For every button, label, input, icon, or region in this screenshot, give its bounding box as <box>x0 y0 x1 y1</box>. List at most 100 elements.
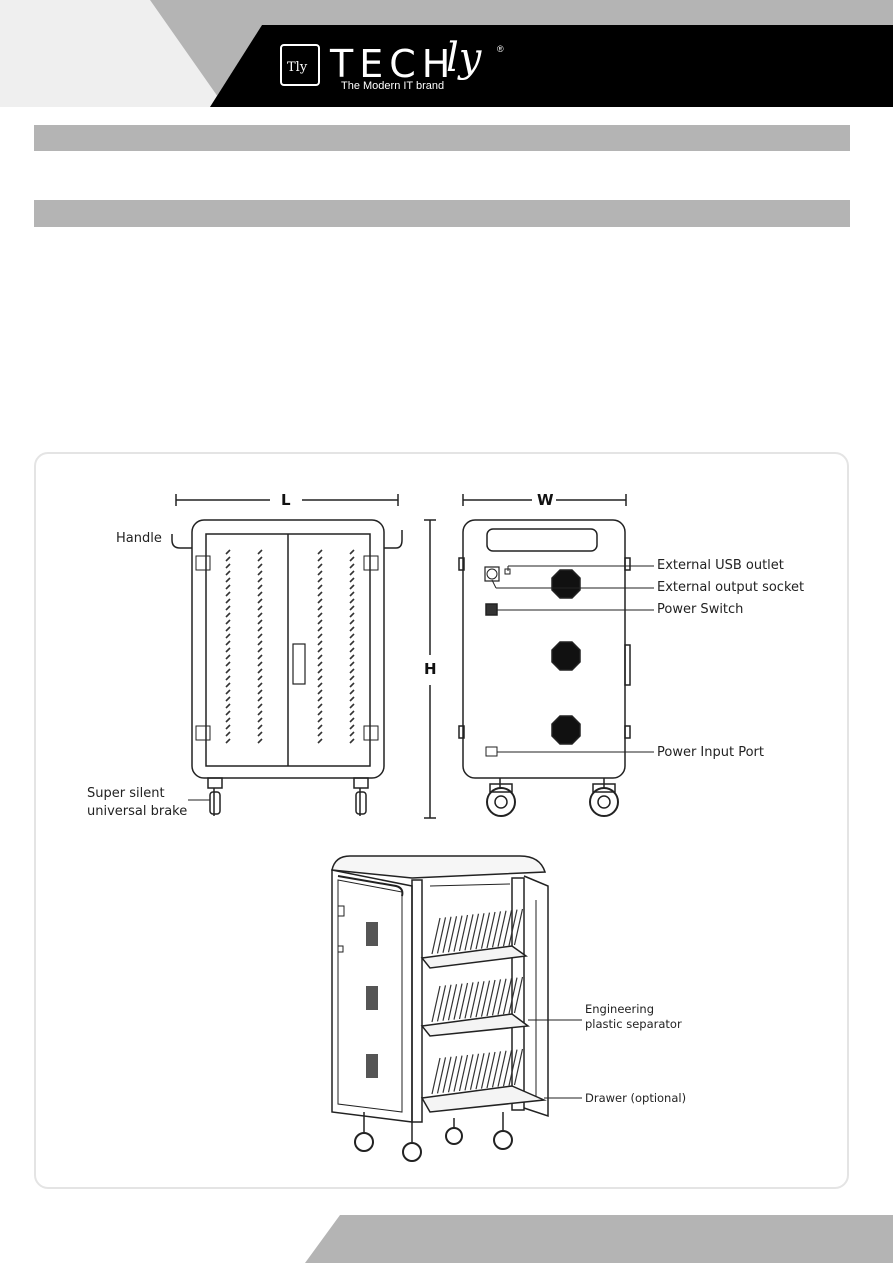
shelf-slot <box>513 1048 524 1086</box>
shelf-slot <box>464 982 474 1019</box>
dimension-height: H <box>424 660 437 678</box>
vent-slot <box>349 668 355 674</box>
vent-slot <box>257 626 263 632</box>
shelf-slot <box>458 1054 469 1092</box>
diagram-panel <box>34 452 849 1189</box>
vent-slot <box>257 640 263 646</box>
vent-slot <box>225 710 231 716</box>
vent-slot <box>349 612 355 618</box>
shelf-slot <box>508 1049 518 1086</box>
vent-slot <box>257 577 263 583</box>
vent-slot <box>349 731 355 737</box>
vent-slot <box>225 696 231 702</box>
vent-slot <box>257 703 263 709</box>
vent-slot <box>225 612 231 618</box>
vent-slot <box>225 675 231 681</box>
vent-slot <box>317 724 323 730</box>
vent-slot <box>225 640 231 646</box>
shelf-slot <box>513 976 524 1014</box>
vent-slot <box>349 717 355 723</box>
callout-separator-line2: plastic separator <box>585 1017 682 1031</box>
vent-slot <box>317 605 323 611</box>
callout-output-socket: External output socket <box>657 580 805 595</box>
vent-slot <box>349 710 355 716</box>
vent-slot <box>225 668 231 674</box>
shelf-slot <box>431 1057 441 1095</box>
vent-slot <box>349 549 355 555</box>
vent-slot <box>349 724 355 730</box>
vent-slot <box>349 654 355 660</box>
shelf-slot <box>436 917 447 954</box>
vent-slot <box>257 738 263 744</box>
vent-slot <box>317 717 323 723</box>
vent-slot <box>317 731 323 737</box>
vent-slot <box>257 619 263 625</box>
vent-slot <box>257 563 263 569</box>
shelf-slot <box>453 983 463 1020</box>
shelf-slot <box>469 1053 480 1090</box>
vent-slot <box>257 598 263 604</box>
vent-slot <box>349 584 355 590</box>
brand-tagline: The Modern IT brand <box>341 80 445 92</box>
vent-slot <box>349 703 355 709</box>
shelf-slot <box>502 910 513 947</box>
vent-slot <box>225 563 231 569</box>
vent-slot <box>225 570 231 576</box>
vent-slot <box>257 717 263 723</box>
shelf-slot <box>497 1050 507 1087</box>
brand-logo-mark: Tly <box>280 44 320 86</box>
vent-slot <box>349 626 355 632</box>
vent-slot <box>225 633 231 639</box>
vent-slot <box>349 556 355 562</box>
vent-slot <box>317 647 323 653</box>
vent-slot <box>317 633 323 639</box>
vent-slot <box>257 675 263 681</box>
shelf-slot <box>508 977 518 1014</box>
vent-slot <box>257 696 263 702</box>
vent-slot <box>349 647 355 653</box>
shelf-slot <box>442 916 452 953</box>
vent-slot <box>317 675 323 681</box>
shelf-slot <box>436 1057 447 1094</box>
vent-slot <box>349 633 355 639</box>
vent-slot <box>257 654 263 660</box>
vent-slot <box>225 591 231 597</box>
vent-slot <box>349 661 355 667</box>
vent-slot <box>317 556 323 562</box>
shelf-slot <box>442 1056 452 1093</box>
vent-slot <box>257 731 263 737</box>
vent-slot <box>317 661 323 667</box>
brand-logo-mark-text: Tly <box>287 60 308 75</box>
vent-slot <box>257 612 263 618</box>
header-banner <box>0 0 893 107</box>
shelf-slot <box>475 913 485 950</box>
vent-slot <box>257 668 263 674</box>
vent-slot <box>257 647 263 653</box>
vent-slot <box>257 570 263 576</box>
callout-separator-line1: Engineering <box>585 1002 654 1016</box>
brand-name: TECH <box>330 42 457 86</box>
vent-slot <box>225 731 231 737</box>
shelf-slot <box>475 981 485 1018</box>
vent-slot <box>349 591 355 597</box>
vent-slot <box>225 738 231 744</box>
callout-usb-outlet: External USB outlet <box>657 558 784 573</box>
dimension-length: L <box>281 491 291 509</box>
shelf-slot <box>502 1050 513 1087</box>
dimension-width: W <box>537 491 554 509</box>
section-bar-1 <box>34 125 850 151</box>
vent-slot <box>225 584 231 590</box>
vent-slot <box>317 570 323 576</box>
vent-slot <box>317 626 323 632</box>
vent-slot <box>317 612 323 618</box>
vent-slot <box>225 605 231 611</box>
vent-slot <box>317 577 323 583</box>
vent-slot <box>317 584 323 590</box>
vent-slot <box>225 703 231 709</box>
callout-power-switch: Power Switch <box>657 602 744 617</box>
vent-slot <box>317 703 323 709</box>
vent-slot <box>225 647 231 653</box>
